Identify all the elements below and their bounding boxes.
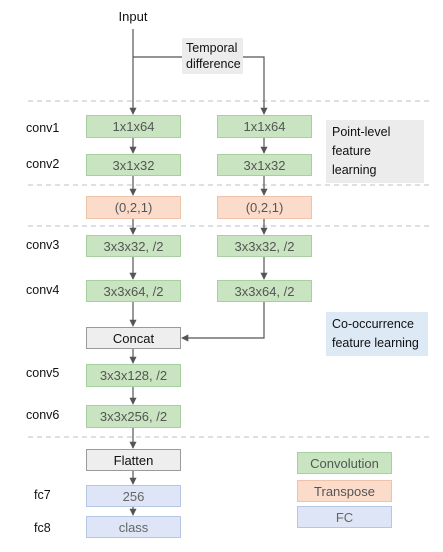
- right-conv3-box: 3x3x32, /2: [217, 235, 312, 257]
- fc8-box: class: [86, 516, 181, 538]
- co-occurrence-note-line1: Co-occurrence: [332, 317, 414, 331]
- legend-fc: FC: [297, 506, 392, 528]
- co-occurrence-note: Co-occurrence feature learning: [326, 312, 428, 356]
- left-conv4-box: 3x3x64, /2: [86, 280, 181, 302]
- point-level-note-line1: Point-level: [332, 125, 391, 139]
- row-label-conv3: conv3: [26, 238, 60, 252]
- point-level-note: Point-level feature learning: [326, 120, 424, 183]
- legend-convolution: Convolution: [297, 452, 392, 474]
- co-occurrence-note-line2: feature learning: [332, 336, 419, 350]
- concat-box: Concat: [86, 327, 181, 349]
- temporal-difference-line2: difference: [186, 57, 241, 71]
- row-label-fc8: fc8: [34, 521, 51, 535]
- flatten-box: Flatten: [86, 449, 181, 471]
- temporal-difference-box: Temporal difference: [182, 38, 243, 74]
- row-label-conv6: conv6: [26, 408, 60, 422]
- left-transpose-box: (0,2,1): [86, 196, 181, 219]
- right-transpose-box: (0,2,1): [217, 196, 312, 219]
- arrow-temporal-right-conv1: [243, 56, 268, 115]
- row-label-conv2: conv2: [26, 157, 60, 171]
- left-conv3-box: 3x3x32, /2: [86, 235, 181, 257]
- right-conv2-box: 3x1x32: [217, 154, 312, 176]
- conv5-box: 3x3x128, /2: [86, 364, 181, 387]
- row-label-conv4: conv4: [26, 283, 60, 297]
- row-label-conv5: conv5: [26, 366, 60, 380]
- row-label-conv1: conv1: [26, 121, 60, 135]
- fc7-box: 256: [86, 485, 181, 507]
- temporal-difference-line1: Temporal: [186, 41, 238, 55]
- right-conv1-box: 1x1x64: [217, 115, 312, 138]
- input-label: Input: [118, 8, 148, 24]
- conv6-box: 3x3x256, /2: [86, 405, 181, 428]
- left-conv1-box: 1x1x64: [86, 115, 181, 138]
- row-label-fc7: fc7: [34, 488, 51, 502]
- arrow-right-conv4-concat: [181, 302, 265, 342]
- section-dividers: [28, 100, 430, 438]
- left-conv2-box: 3x1x32: [86, 154, 181, 176]
- point-level-note-line2: feature learning: [332, 144, 377, 177]
- right-conv4-box: 3x3x64, /2: [217, 280, 312, 302]
- legend-transpose: Transpose: [297, 480, 392, 502]
